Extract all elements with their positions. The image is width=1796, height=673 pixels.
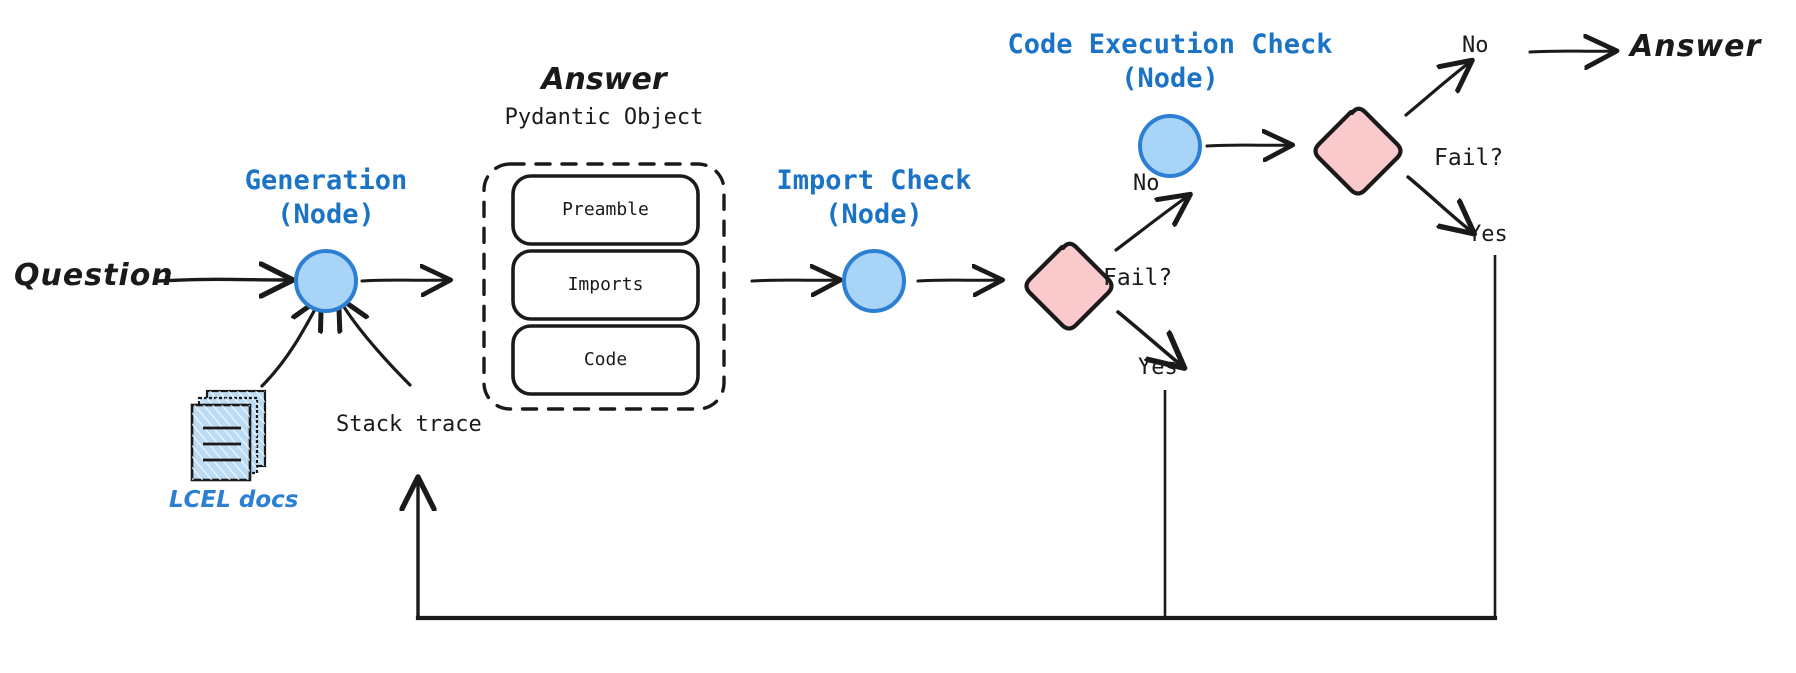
decision-exec-branch-yes-label: Yes xyxy=(1468,222,1508,247)
pydantic-field-label-imports: Imports xyxy=(567,274,644,295)
node-title-code-execution-check-line2: (Node) xyxy=(1121,62,1219,94)
pydantic-field-preamble[interactable] xyxy=(511,174,700,246)
arrow-docs-to-generation xyxy=(260,300,320,388)
decision-import-branch-no-label: No xyxy=(1133,171,1160,196)
node-title-generation-line1: Generation xyxy=(244,165,408,196)
decision-exec-question-label: Fail? xyxy=(1434,145,1504,171)
decision-exec-branch-no-label: No xyxy=(1462,33,1489,58)
decision-import-question-label: Fail? xyxy=(1103,265,1173,291)
pydantic-field-code[interactable] xyxy=(511,324,700,396)
stack-trace-label: Stack trace xyxy=(336,412,482,437)
entry-label-question: Question xyxy=(14,258,174,293)
exit-label-answer: Answer xyxy=(1630,29,1762,64)
pydantic-object-container xyxy=(482,162,726,411)
decision-import-fail[interactable] xyxy=(1024,241,1114,331)
node-title-generation: Generation (Node) xyxy=(206,164,446,232)
node-title-import-check: Import Check (Node) xyxy=(754,164,994,232)
arrow-no-to-answer xyxy=(1528,51,1614,52)
node-title-code-execution-check: Code Execution Check (Node) xyxy=(1000,28,1340,96)
arrow-exec-yes xyxy=(1406,175,1472,232)
node-title-generation-line2: (Node) xyxy=(277,198,375,230)
node-generation[interactable] xyxy=(294,249,358,313)
node-title-code-execution-check-line1: Code Execution Check xyxy=(1007,29,1333,60)
pydantic-field-label-preamble: Preamble xyxy=(562,199,649,220)
arrow-stacktrace-to-generation xyxy=(340,300,412,387)
node-import-check[interactable] xyxy=(842,249,906,313)
decision-import-branch-yes-label: Yes xyxy=(1138,355,1178,380)
lcel-docs-icon[interactable] xyxy=(190,389,267,482)
pydantic-object-subtitle: Pydantic Object xyxy=(504,105,704,130)
node-code-execution-check[interactable] xyxy=(1138,114,1202,178)
pydantic-field-imports[interactable] xyxy=(511,249,700,321)
node-title-import-check-line2: (Node) xyxy=(825,198,923,230)
arrow-exec-no xyxy=(1404,62,1470,117)
pydantic-object-title: Answer xyxy=(541,62,667,97)
lcel-docs-label: LCEL docs xyxy=(169,487,299,513)
decision-exec-fail[interactable] xyxy=(1313,106,1403,196)
pydantic-field-label-code: Code xyxy=(583,349,628,370)
arrow-generation-to-answer-object xyxy=(360,280,448,281)
node-title-import-check-line1: Import Check xyxy=(776,165,972,196)
arrow-answer-to-import-check xyxy=(750,280,838,281)
arrow-import-no xyxy=(1114,196,1188,252)
arrow-question-to-generation xyxy=(156,279,290,281)
arrow-import-yes xyxy=(1116,310,1182,366)
arrow-code-exec-to-decision xyxy=(1205,145,1290,146)
arrow-import-check-to-decision xyxy=(916,280,1000,281)
